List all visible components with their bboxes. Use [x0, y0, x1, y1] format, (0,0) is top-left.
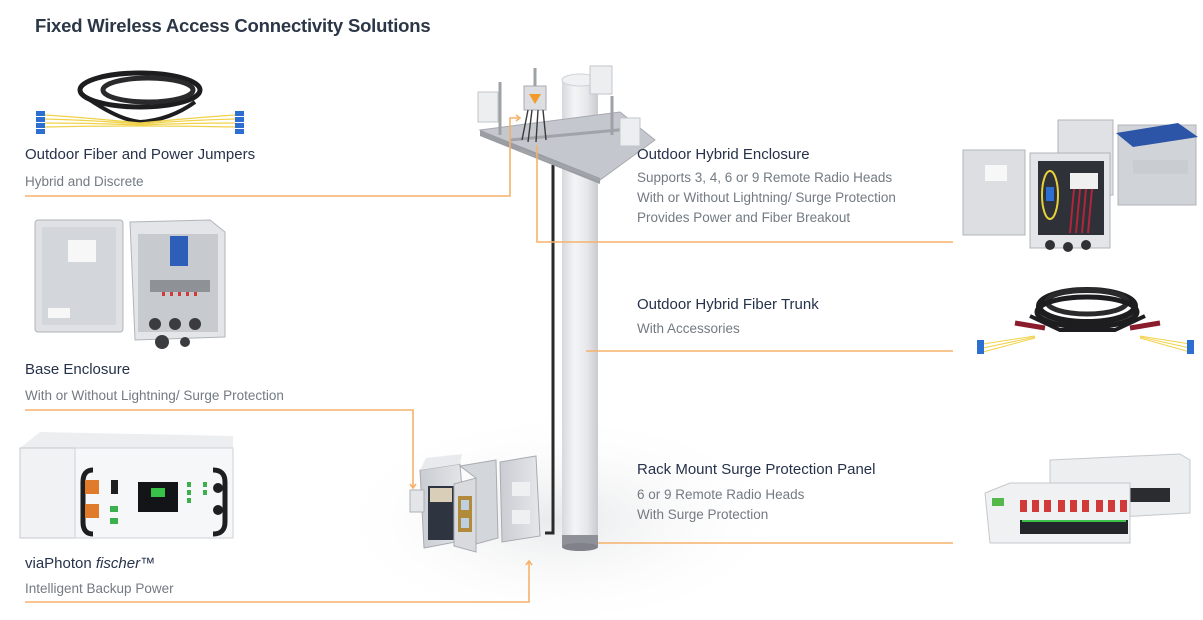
base-enclosure-image: [34, 219, 226, 349]
surge-panel-image: [984, 453, 1191, 544]
product-desc-hybrid-enclosure: Supports 3, 4, 6 or 9 Remote Radio Heads…: [637, 168, 896, 228]
cabinet: [499, 455, 541, 543]
product-desc-fischer: Intelligent Backup Power: [25, 579, 174, 599]
trademark-symbol: ™: [140, 555, 156, 572]
hybrid-enclosure-image: [962, 119, 1198, 252]
antenna-panel: [477, 91, 499, 123]
product-desc-surge-panel: 6 or 9 Remote Radio Heads With Surge Pro…: [637, 485, 804, 525]
product-title-jumpers: Outdoor Fiber and Power Jumpers: [25, 146, 256, 163]
fiber-trunk-image: [977, 287, 1194, 354]
product-desc-base-enclosure: With or Without Lightning/ Surge Protect…: [25, 386, 284, 406]
fiber-jumper-cable-image: [36, 70, 244, 134]
product-desc-line: Intelligent Backup Power: [25, 581, 174, 596]
product-desc-line: 6 or 9 Remote Radio Heads: [637, 487, 805, 502]
connector-jumpers: [25, 117, 520, 197]
connector-base-enclosure: [25, 409, 414, 487]
product-desc-jumpers: Hybrid and Discrete: [25, 172, 144, 192]
product-desc-line: With or Without Lightning/ Surge Protect…: [25, 388, 284, 403]
arrow-icon: [525, 559, 533, 566]
product-desc-line: With or Without Lightning/ Surge Protect…: [637, 190, 896, 205]
arrow-icon: [409, 483, 417, 490]
product-title-fiber-trunk: Outdoor Hybrid Fiber Trunk: [637, 296, 819, 313]
connector-hybrid-enclosure: [536, 145, 953, 243]
antenna-panel: [589, 65, 613, 95]
product-desc-line: Provides Power and Fiber Breakout: [637, 210, 851, 225]
product-desc-line: With Accessories: [637, 321, 740, 336]
product-title-fischer: viaPhoton fischer™: [25, 555, 155, 572]
connector-fischer: [25, 562, 530, 603]
product-name-italic: fischer: [95, 555, 141, 572]
brand-logo-icon: [529, 94, 541, 104]
connector-lines: [25, 114, 953, 603]
page-title: Fixed Wireless Access Connectivity Solut…: [35, 15, 431, 36]
backup-power-image: [19, 432, 234, 539]
base-cabinets: [409, 454, 541, 553]
product-desc-line: Hybrid and Discrete: [25, 174, 144, 189]
arrow-icon: [515, 114, 522, 122]
product-title-base-enclosure: Base Enclosure: [25, 361, 131, 378]
product-desc-fiber-trunk: With Accessories: [637, 319, 740, 339]
product-title-hybrid-enclosure: Outdoor Hybrid Enclosure: [637, 146, 810, 163]
product-desc-line: With Surge Protection: [637, 507, 769, 522]
brand-name: viaPhoton: [25, 555, 96, 572]
product-title-surge-panel: Rack Mount Surge Protection Panel: [637, 461, 876, 478]
product-desc-line: Supports 3, 4, 6 or 9 Remote Radio Heads: [637, 170, 893, 185]
antenna-panel: [619, 117, 641, 147]
